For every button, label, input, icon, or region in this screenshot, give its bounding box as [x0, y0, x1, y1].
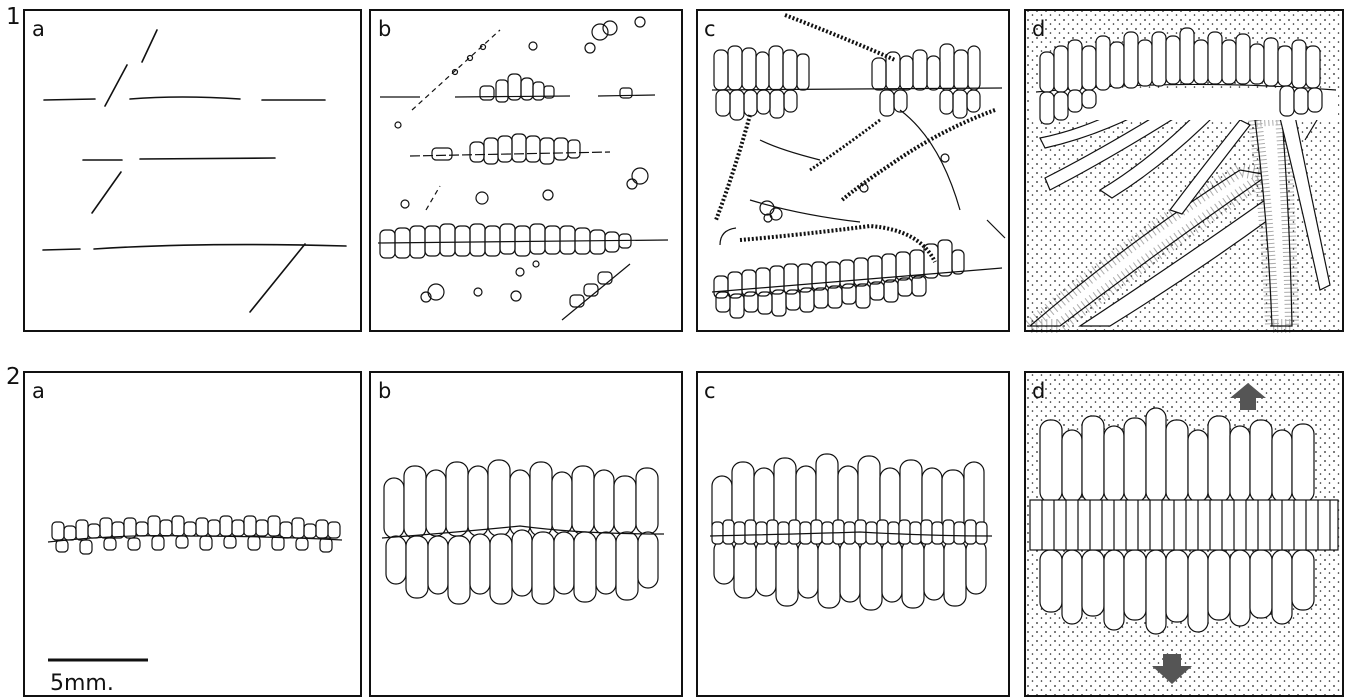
panel-2a-letter: a: [32, 379, 45, 403]
panel-1d-letter: d: [1032, 17, 1045, 41]
panel-2b: b: [370, 372, 682, 696]
panel-2b-letter: b: [378, 379, 391, 403]
panel-1a: a: [24, 10, 361, 331]
panel-1c-letter: c: [704, 17, 716, 41]
panel-1b: b: [370, 10, 682, 331]
bladed-crystals-granular-median: [710, 454, 992, 610]
panel-2d-letter: d: [1032, 379, 1045, 403]
row-2-number: 2: [6, 364, 21, 390]
row-1-number: 1: [6, 4, 21, 30]
panel-1a-letter: a: [32, 17, 45, 41]
panel-1d: d: [1025, 10, 1343, 331]
panel-2c-letter: c: [704, 379, 716, 403]
panel-2c: c: [697, 372, 1009, 696]
panel-2d: d: [1025, 372, 1343, 696]
bladed-crystal-vein: [382, 460, 664, 604]
panel-1b-letter: b: [378, 17, 391, 41]
panel-1c: c: [697, 10, 1009, 331]
vein-fibrous-median: [1030, 408, 1338, 634]
panel-2a: a 5mm.: [24, 372, 361, 696]
scale-bar-label: 5mm.: [50, 671, 114, 696]
